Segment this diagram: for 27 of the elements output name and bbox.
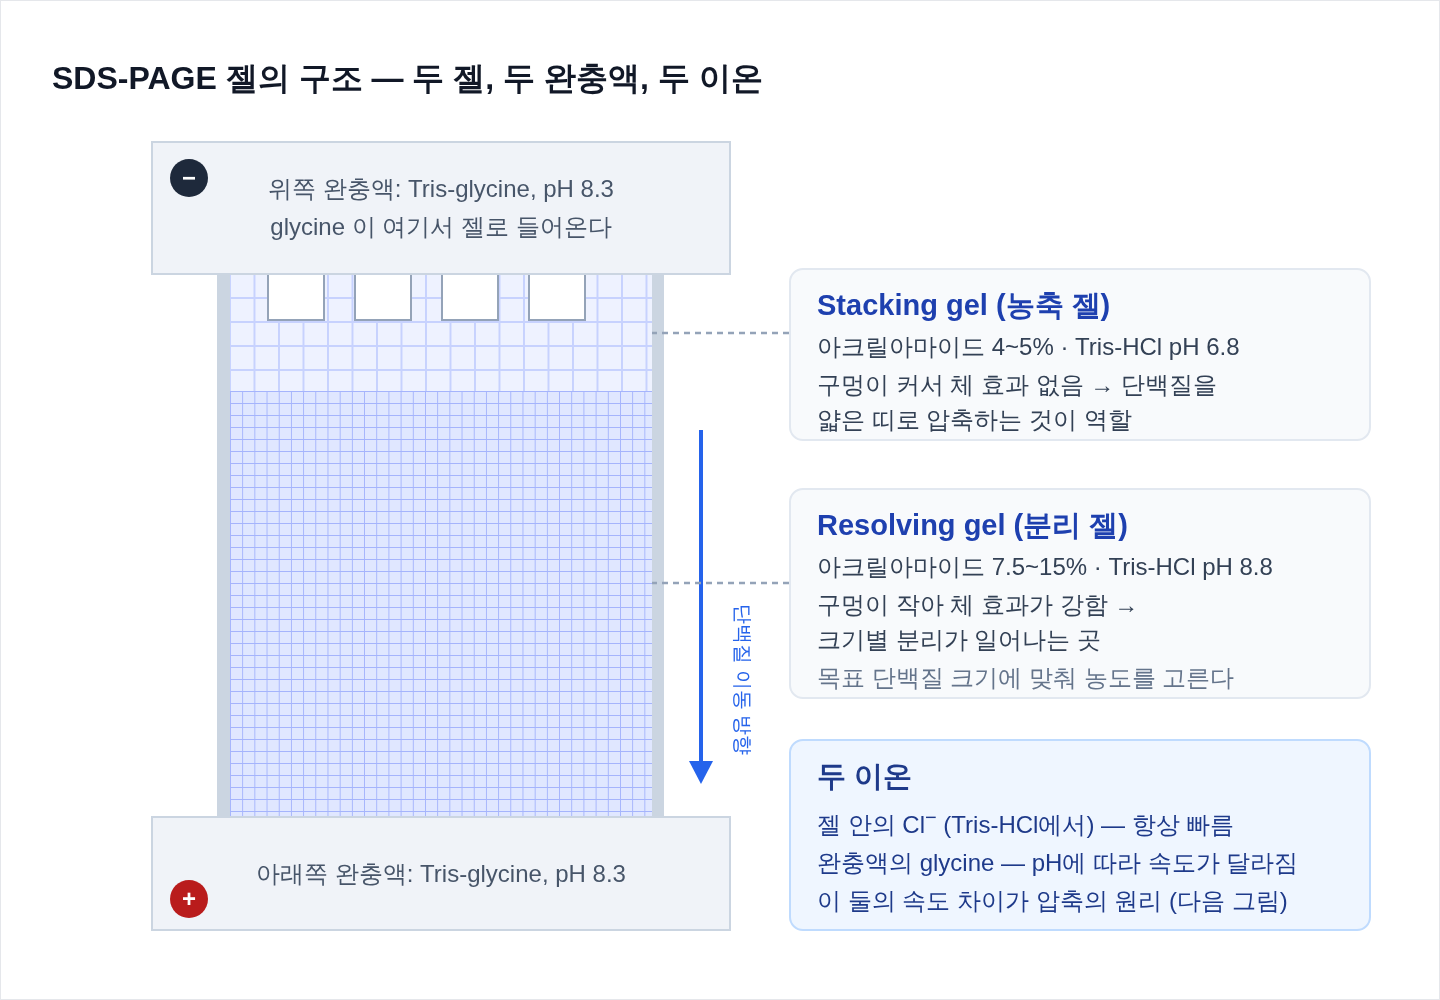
card-text: 완충액의 glycine — pH에 따라 속도가 달라짐	[817, 848, 1300, 878]
card-text: 구멍이 커서 체 효과 없음 → 단백질을 얇은 띠로 압축하는 것이 역할	[817, 370, 1218, 435]
buffer-box	[151, 816, 731, 931]
leader-line	[652, 581, 789, 585]
card-text: 아크릴아마이드 7.5~15% · Tris-HCl pH 8.8	[817, 552, 1274, 582]
direction-label: 단백질 이동 방향	[731, 604, 755, 756]
electrode-sign: +	[170, 880, 208, 918]
buffer-box	[151, 141, 731, 275]
gel-region	[230, 391, 652, 816]
buffer-label: 아래쪽 완충액: Tris-glycine, pH 8.3	[256, 858, 626, 889]
card-text: 이 둘의 속도 차이가 압축의 원리 (다음 그림)	[817, 886, 1289, 916]
card-text: 아크릴아마이드 4~5% · Tris-HCl pH 6.8	[817, 332, 1241, 362]
info-card	[789, 268, 1371, 441]
buffer-label: glycine 이 여기서 젤로 들어온다	[270, 212, 612, 242]
card-text: 구멍이 작아 체 효과가 강함 → 크기별 분리가 일어나는 곳	[817, 590, 1140, 655]
title: SDS-PAGE 젤의 구조 — 두 젤, 두 완충액, 두 이온	[52, 59, 763, 98]
card-text: 목표 단백질 크기에 맞춰 농도를 고른다	[817, 663, 1236, 693]
card-heading: Resolving gel (분리 젤)	[817, 508, 1129, 543]
card-text: 젤 안의 Cl$^{−}$ (Tris-HCl에서) — 항상 빠름	[817, 805, 1236, 840]
card-heading: Stacking gel (농축 젤)	[817, 288, 1112, 323]
info-card	[789, 488, 1371, 699]
buffer-label: 위쪽 완충액: Tris-glycine, pH 8.3	[268, 174, 614, 204]
leader-line	[652, 331, 789, 335]
info-card	[789, 739, 1371, 931]
gel-region	[230, 275, 652, 391]
electrode-sign: −	[170, 159, 208, 197]
card-heading: 두 이온	[817, 759, 914, 794]
